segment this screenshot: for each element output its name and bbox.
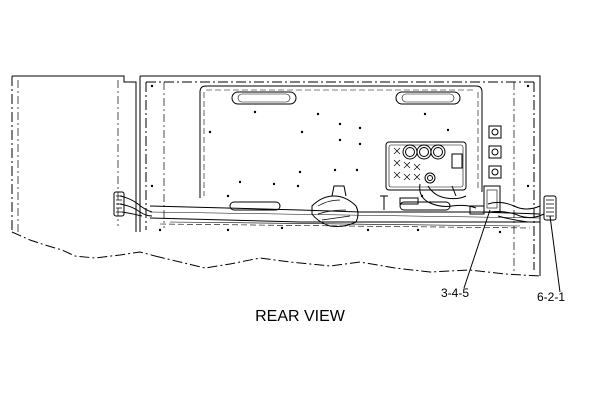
callout-label: 3-4-5 [441, 286, 470, 300]
mounting-holes [150, 84, 530, 234]
wire-harness [113, 183, 545, 229]
callout-leaders [463, 209, 561, 293]
right-connector [543, 195, 557, 221]
callout-label: 6-2-1 [537, 290, 566, 304]
vent-slot [229, 201, 281, 211]
connector-panel [385, 141, 467, 191]
right-fittings [488, 125, 502, 179]
left-connector [113, 191, 125, 217]
leader-6-2-1 [549, 215, 561, 293]
leader-3-4-5 [463, 209, 491, 289]
left-door-panel [11, 75, 156, 259]
rear-plate [199, 85, 483, 211]
vent-slot [231, 91, 297, 105]
harness-clamp [469, 185, 501, 215]
view-title: REAR VIEW [255, 308, 345, 325]
vent-slot [395, 91, 461, 105]
